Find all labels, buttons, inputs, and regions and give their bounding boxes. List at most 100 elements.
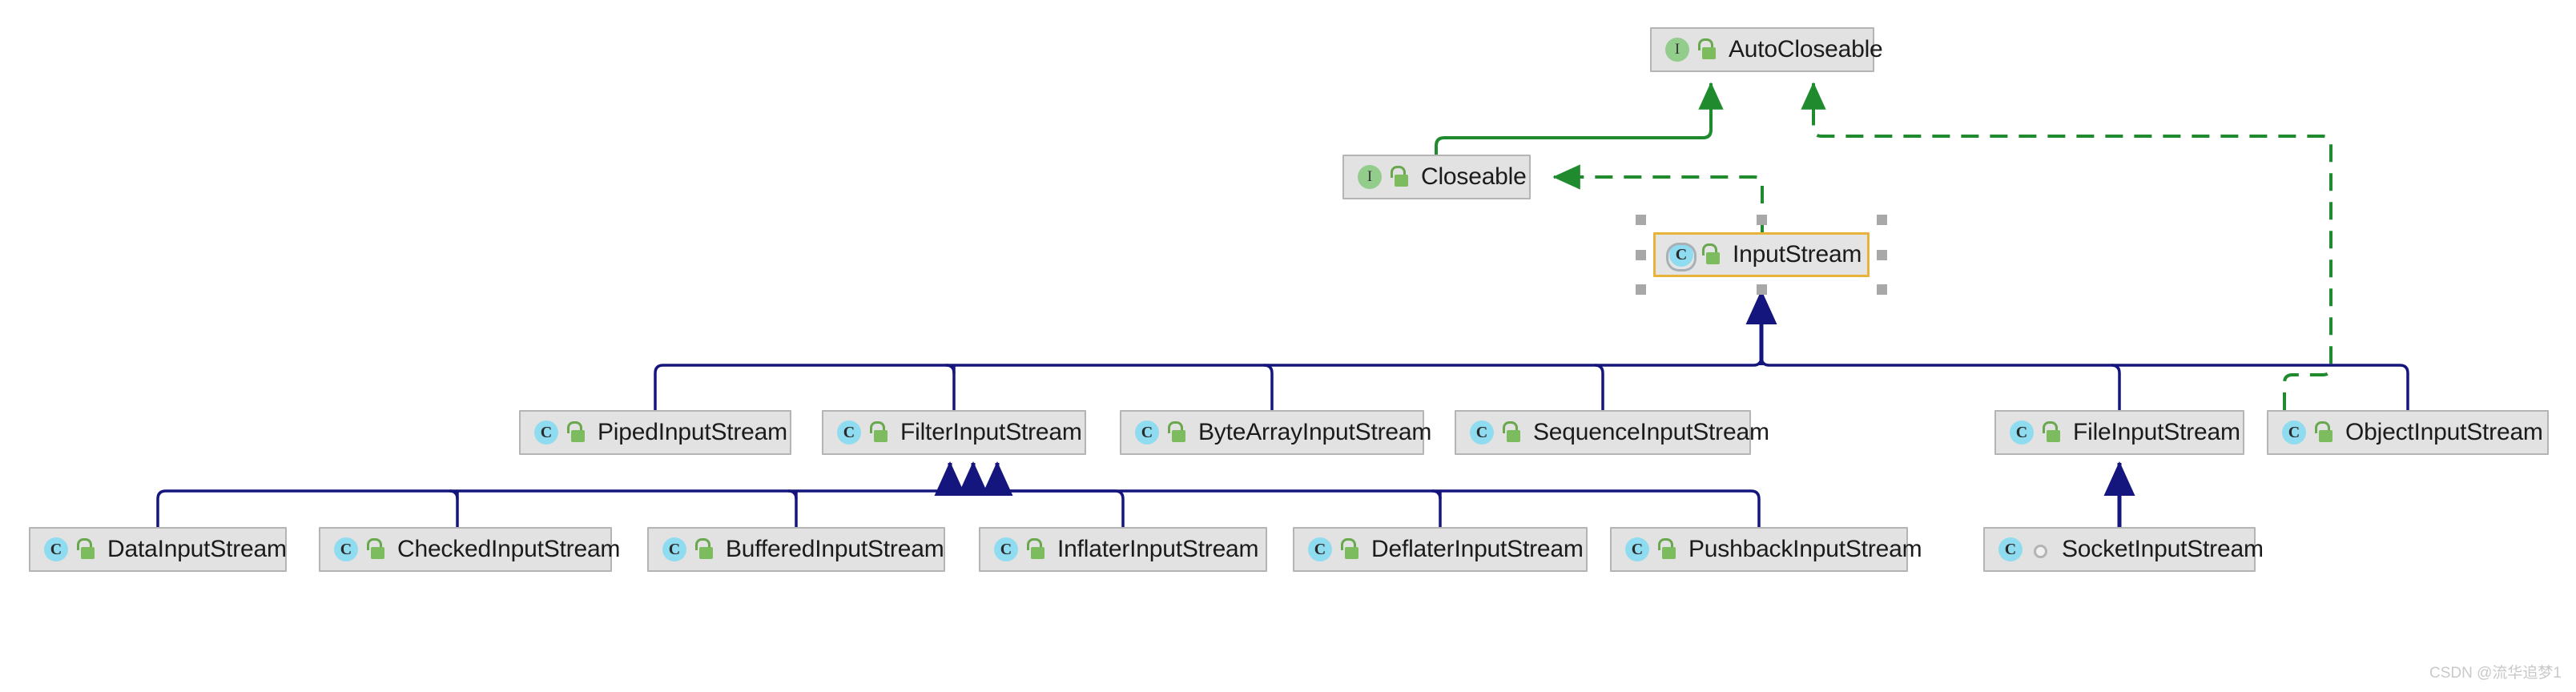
- resize-handle-7[interactable]: [1877, 284, 1887, 295]
- unlock-icon: [868, 421, 889, 444]
- edge-bus-inputstream-children: [654, 289, 2409, 410]
- unlock-icon: [1389, 166, 1410, 188]
- resize-handle-2[interactable]: [1877, 215, 1887, 225]
- class-node-label: InputStream: [1733, 241, 1862, 268]
- class-node-label: Closeable: [1421, 163, 1527, 190]
- class-node-label: FileInputStream: [2073, 419, 2240, 445]
- lock-body: [371, 547, 384, 559]
- package-visibility-icon: [2030, 538, 2051, 561]
- class-icon: C: [1998, 537, 2023, 562]
- watermark: CSDN @流华追梦1: [2429, 665, 2562, 682]
- class-icon: C: [993, 537, 1019, 562]
- shackle: [1168, 421, 1183, 433]
- lock-body: [571, 430, 585, 442]
- resize-handle-6[interactable]: [1756, 284, 1767, 295]
- unlock-icon: [694, 538, 714, 561]
- class-node-sequenceinputstream[interactable]: C SequenceInputStream: [1455, 410, 1769, 455]
- shackle: [77, 538, 92, 550]
- class-node-label: SequenceInputStream: [1533, 419, 1769, 445]
- class-icon: C: [1307, 537, 1333, 562]
- lock-body: [2319, 430, 2332, 442]
- stereotype-glyph: I: [1358, 165, 1382, 189]
- edge-objectinputstream-to-autocloseable: [1801, 82, 2332, 410]
- class-icon: C: [1134, 420, 1160, 445]
- class-node-label: AutoCloseable: [1729, 36, 1883, 62]
- class-node-inflaterinputstream[interactable]: C InflaterInputStream: [979, 527, 1267, 572]
- lock-body: [699, 547, 713, 559]
- class-node-label: ObjectInputStream: [2345, 419, 2543, 445]
- class-node-label: ByteArrayInputStream: [1198, 419, 1432, 445]
- unlock-icon: [365, 538, 386, 561]
- class-icon: C: [1469, 420, 1495, 445]
- edge-inputstream-to-closeable: [1552, 164, 1764, 232]
- resize-handle-5[interactable]: [1636, 284, 1646, 295]
- stereotype-glyph: C: [2282, 420, 2306, 445]
- stereotype-glyph: C: [534, 420, 558, 445]
- shackle: [2315, 421, 2330, 433]
- stereotype-glyph: C: [1308, 537, 1332, 561]
- lock-body: [2047, 430, 2060, 442]
- class-node-label: DeflaterInputStream: [1371, 536, 1584, 562]
- shackle: [1702, 243, 1717, 255]
- class-node-label: InflaterInputStream: [1057, 536, 1259, 562]
- stereotype-glyph: C: [1470, 420, 1494, 445]
- class-node-label: BufferedInputStream: [726, 536, 944, 562]
- edge-bus-filterinputstream-children: [156, 461, 1761, 527]
- class-node-objectinputstream[interactable]: C ObjectInputStream: [2267, 410, 2549, 455]
- class-node-deflaterinputstream[interactable]: C DeflaterInputStream: [1293, 527, 1588, 572]
- class-icon: C: [533, 420, 559, 445]
- unlock-icon: [1697, 38, 1717, 61]
- unlock-icon: [75, 538, 96, 561]
- stereotype-glyph: C: [2010, 420, 2034, 445]
- class-node-label: DataInputStream: [107, 536, 287, 562]
- class-node-checkedinputstream[interactable]: C CheckedInputStream: [319, 527, 620, 572]
- stereotype-glyph: C: [1669, 243, 1693, 267]
- class-node-closeable[interactable]: I Closeable: [1342, 155, 1531, 199]
- lock-body: [1702, 47, 1716, 59]
- resize-handle-1[interactable]: [1756, 215, 1767, 225]
- class-icon: C: [836, 420, 862, 445]
- class-icon: C: [2009, 420, 2035, 445]
- class-node-bufferedinputstream[interactable]: C BufferedInputStream: [647, 527, 945, 572]
- lock-body: [1031, 547, 1044, 559]
- unlock-icon: [2041, 421, 2062, 444]
- shackle: [1698, 38, 1713, 50]
- class-node-inputstream[interactable]: C InputStream: [1653, 232, 1870, 277]
- shackle: [1658, 538, 1673, 550]
- class-node-autocloseable[interactable]: I AutoCloseable: [1650, 27, 1883, 72]
- stereotype-glyph: C: [334, 537, 358, 561]
- lock-body: [1395, 175, 1408, 187]
- interface-icon: I: [1357, 164, 1383, 190]
- class-node-fileinputstream[interactable]: C FileInputStream: [1994, 410, 2244, 455]
- unlock-icon: [566, 421, 586, 444]
- unlock-icon: [1501, 421, 1522, 444]
- class-icon: C: [43, 537, 69, 562]
- stereotype-glyph: C: [994, 537, 1018, 561]
- shackle: [2043, 421, 2058, 433]
- class-node-label: PushbackInputStream: [1688, 536, 1922, 562]
- edge-closeable-to-autocloseable: [1435, 82, 1724, 155]
- resize-handle-0[interactable]: [1636, 215, 1646, 225]
- class-icon: C: [2281, 420, 2307, 445]
- unlock-icon: [1166, 421, 1187, 444]
- stereotype-glyph: I: [1665, 38, 1689, 62]
- unlock-icon: [1701, 243, 1721, 266]
- resize-handle-4[interactable]: [1877, 249, 1887, 260]
- class-node-datainputstream[interactable]: C DataInputStream: [29, 527, 287, 572]
- unlock-icon: [1339, 538, 1360, 561]
- stereotype-glyph: C: [1135, 420, 1159, 445]
- class-icon: C: [662, 537, 687, 562]
- class-node-bytearrayinputstream[interactable]: C ByteArrayInputStream: [1120, 410, 1431, 455]
- shackle: [1391, 166, 1406, 178]
- stereotype-glyph: C: [1998, 537, 2023, 561]
- class-node-filterinputstream[interactable]: C FilterInputStream: [822, 410, 1086, 455]
- class-node-label: CheckedInputStream: [397, 536, 621, 562]
- unlock-icon: [1025, 538, 1046, 561]
- class-node-label: FilterInputStream: [900, 419, 1082, 445]
- resize-handle-3[interactable]: [1636, 249, 1646, 260]
